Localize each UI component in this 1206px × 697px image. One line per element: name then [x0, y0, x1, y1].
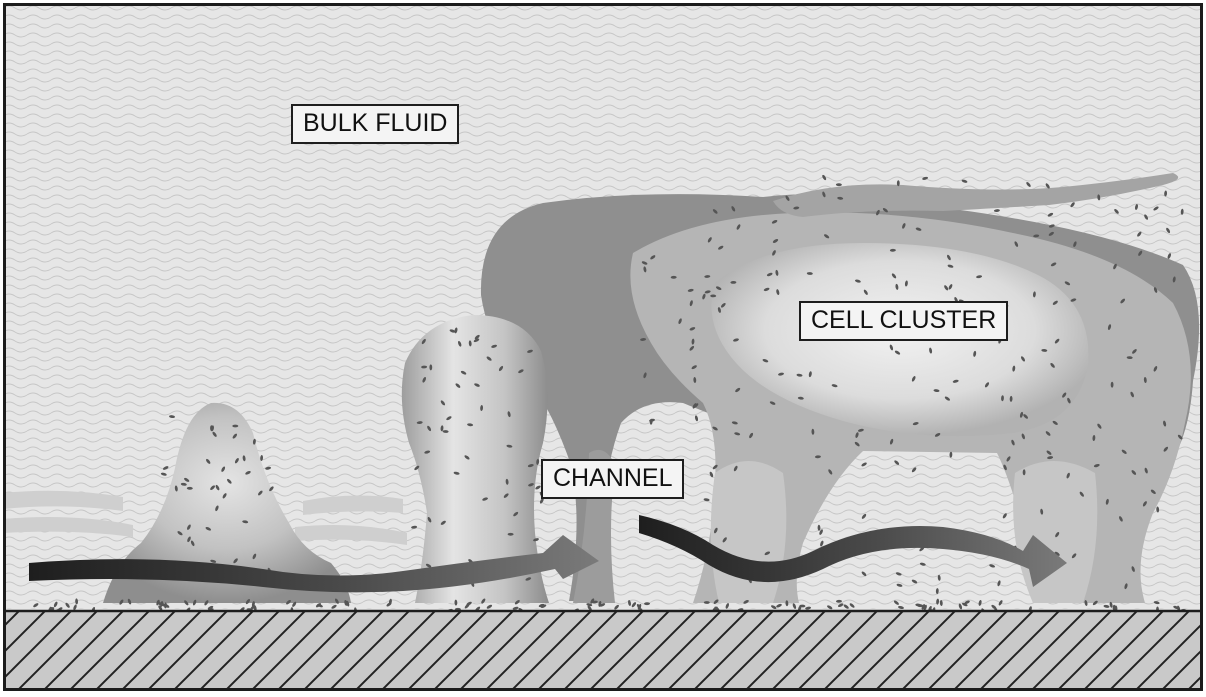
substratum-hatched: [3, 611, 1203, 691]
biofilm-illustration: [3, 3, 1203, 691]
bacterial-cell: [429, 364, 432, 370]
channel-label: CHANNEL: [541, 459, 684, 499]
bacterial-cell: [508, 533, 514, 536]
biofilm-diagram: BULK FLUID CELL CLUSTER CHANNEL: [3, 3, 1203, 691]
bacterial-cell: [232, 425, 238, 428]
cell-cluster-label: CELL CLUSTER: [799, 301, 1008, 341]
bulk-fluid-label: BULK FLUID: [291, 104, 459, 144]
